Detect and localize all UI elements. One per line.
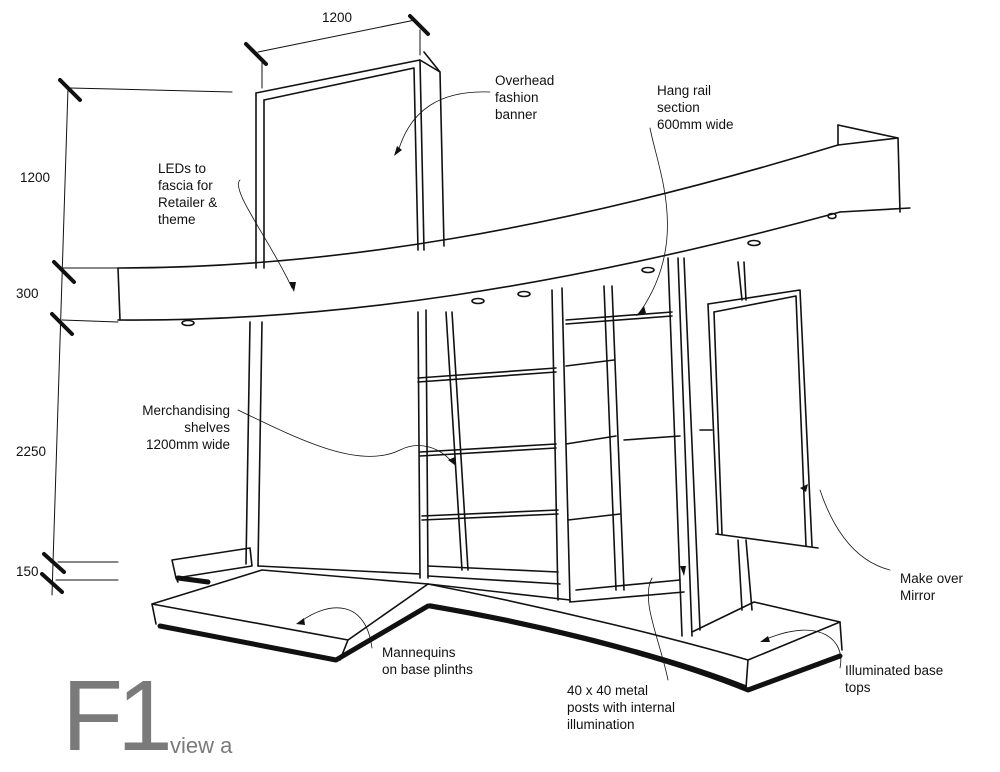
leader-lines	[238, 92, 890, 680]
hang-rail-section	[566, 258, 700, 636]
overhead-banner	[256, 52, 444, 268]
drawing-code: F1	[62, 660, 173, 772]
dim-base-height: 150	[16, 564, 39, 579]
drawing-view-name: view a	[170, 733, 233, 758]
dimension-ticks	[42, 16, 428, 592]
dim-unit-height: 2250	[16, 444, 47, 459]
curved-fascia	[118, 125, 910, 327]
mirror-panel	[700, 262, 818, 610]
label-leds-fascia: LEDs to fascia for Retailer & theme	[158, 161, 218, 227]
label-hang-rail: Hang rail section 600mm wide	[657, 83, 734, 132]
dim-top-width: 1200	[322, 10, 353, 25]
shelf-bay	[418, 286, 624, 602]
base-shadows	[160, 578, 840, 690]
label-mirror: Make over Mirror	[900, 571, 964, 603]
label-metal-posts: 40 x 40 metal posts with internal illumi…	[567, 683, 676, 732]
label-mannequins: Mannequins on base plinths	[382, 645, 473, 677]
left-panel	[246, 310, 428, 578]
label-merch-shelves: Merchandising shelves 1200mm wide	[142, 403, 230, 452]
leader-arrowheads	[289, 146, 808, 642]
label-illuminated-base: Illuminated base tops	[845, 663, 944, 695]
dimension-lines	[52, 20, 420, 595]
dim-banner-height: 1200	[20, 170, 51, 185]
dim-fascia-height: 300	[16, 286, 39, 301]
label-overhead-banner: Overhead fashion banner	[495, 73, 555, 122]
